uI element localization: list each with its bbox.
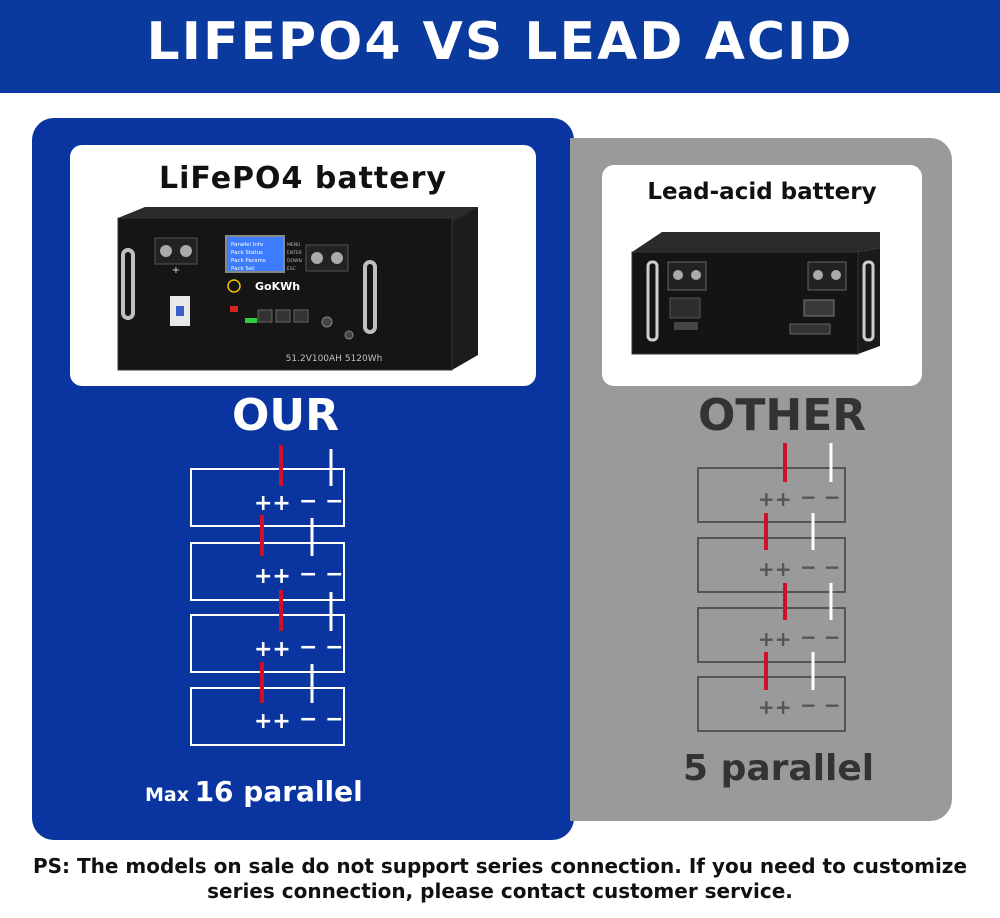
lead-acid-card-title: Lead-acid battery	[647, 179, 877, 205]
sun-logo-icon	[227, 279, 241, 293]
screen-line-2: Pack Status	[231, 250, 263, 256]
our-parallel-caption: Max 16 parallel	[145, 775, 363, 808]
esc-label: ESC	[287, 266, 296, 272]
our-battery-box-2	[190, 542, 345, 601]
our-max-prefix: Max	[145, 784, 189, 806]
our-minus-4: − −	[299, 707, 344, 732]
ps-note: PS: The models on sale do not support se…	[32, 854, 968, 903]
other-heading: OTHER	[698, 390, 867, 441]
other-minus-3: − −	[800, 625, 840, 649]
other-plus-4: ++	[758, 695, 792, 719]
other-plus-2: ++	[758, 557, 792, 581]
screen-line-4: Pack Set	[231, 266, 255, 272]
our-battery-box-4	[190, 687, 345, 746]
brand-logo: GoKWh	[255, 280, 300, 293]
page-title: LIFEPO4 VS LEAD ACID	[146, 12, 854, 72]
other-minus-2: − −	[800, 555, 840, 579]
battery-spec-label: 51.2V100AH 5120Wh	[286, 354, 383, 364]
down-label: DOWN	[287, 258, 302, 264]
our-parallel-value: 16 parallel	[194, 775, 363, 808]
other-plus-3: ++	[758, 627, 792, 651]
other-minus-1: − −	[800, 485, 840, 509]
enter-label: ENTER	[287, 250, 302, 256]
other-battery-box-1	[697, 467, 846, 523]
our-battery-box-1	[190, 468, 345, 527]
title-banner	[0, 0, 1000, 93]
our-plus-3: ++	[254, 637, 291, 662]
our-battery-box-3	[190, 614, 345, 673]
lifepo4-card-title: LiFePO4 battery	[159, 161, 447, 196]
other-minus-4: − −	[800, 693, 840, 717]
our-plus-1: ++	[254, 491, 291, 516]
svg-text:+: +	[172, 265, 180, 276]
our-minus-3: − −	[299, 635, 344, 660]
other-battery-box-3	[697, 607, 846, 663]
our-plus-4: ++	[254, 709, 291, 734]
other-battery-box-4	[697, 676, 846, 732]
menu-label: MENU	[287, 242, 300, 248]
our-minus-1: − −	[299, 489, 344, 514]
our-minus-2: − −	[299, 562, 344, 587]
other-parallel-caption: 5 parallel	[683, 748, 875, 789]
our-heading: OUR	[232, 390, 340, 441]
other-battery-box-2	[697, 537, 846, 593]
screen-line-3: Pack Params	[231, 258, 266, 264]
screen-line-1: Parallel Info	[231, 242, 264, 248]
our-plus-2: ++	[254, 564, 291, 589]
other-plus-1: ++	[758, 487, 792, 511]
